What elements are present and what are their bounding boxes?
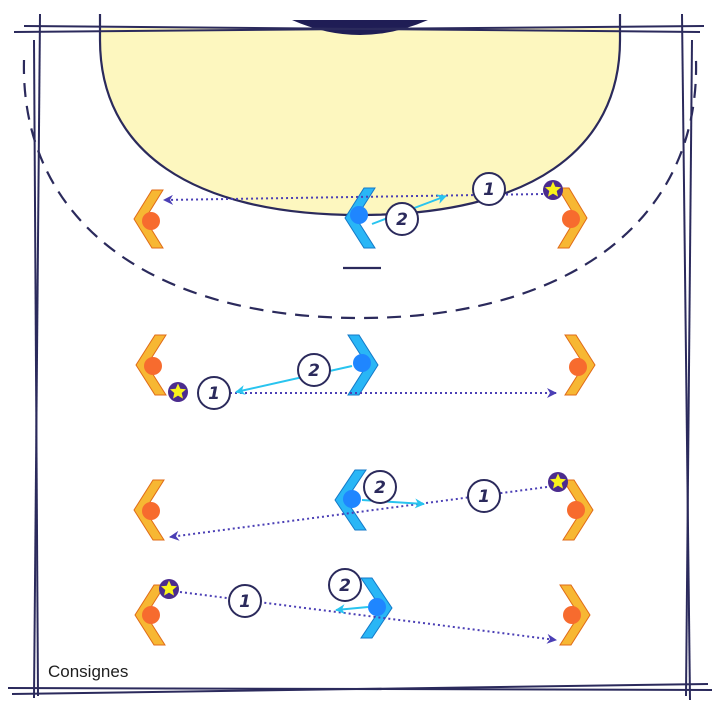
blue-player-4: [360, 577, 393, 639]
ball-badge-2: [168, 382, 188, 402]
orange-player-left-1: [133, 189, 164, 249]
pass-arrow-4a: [179, 591, 557, 644]
step-badge-3b: 2: [363, 470, 397, 504]
orange-player-left-2: [135, 334, 167, 396]
step-badge-2b: 2: [297, 353, 331, 387]
orange-player-right-2: [564, 334, 596, 396]
ball-badge-3: [548, 472, 568, 492]
run-arrow-2: [235, 365, 353, 395]
blue-player-2: [347, 334, 379, 396]
orange-player-left-4: [134, 584, 166, 646]
step-badge-4b-label: 2: [339, 576, 351, 596]
step-badge-1b-label: 2: [396, 210, 408, 230]
blue-player-3: [334, 469, 367, 531]
step-badge-3b-label: 2: [374, 478, 386, 498]
goal: [292, 20, 428, 35]
orange-player-right-3: [562, 479, 594, 541]
step-badge-1b: 2: [385, 202, 419, 236]
pass-arrow-3a: [169, 486, 548, 541]
step-badge-4a-label: 1: [239, 592, 251, 612]
free-throw-line: [22, 59, 698, 320]
step-badge-1a: 1: [472, 172, 506, 206]
step-badge-3a-label: 1: [478, 487, 490, 507]
caption-label: Consignes: [48, 662, 129, 681]
ball-badge-4: [159, 579, 179, 599]
orange-player-left-3: [133, 479, 165, 541]
step-badge-4b: 2: [328, 568, 362, 602]
step-badge-3a: 1: [467, 479, 501, 513]
blue-player-1: [344, 187, 376, 249]
court-boundary: [7, 13, 713, 701]
orange-player-right-1: [557, 187, 588, 249]
pass-arrow-1a: [163, 193, 544, 205]
step-badge-2a-label: 1: [208, 384, 220, 404]
run-arrow-4: [335, 604, 369, 615]
goal-area: [100, 28, 620, 215]
orange-player-right-4: [559, 584, 591, 646]
ball-badge-1: [543, 180, 563, 200]
step-badge-2b-label: 2: [308, 361, 320, 381]
step-badge-2a: 1: [197, 376, 231, 410]
step-badge-1a-label: 1: [483, 180, 495, 200]
step-badge-4a: 1: [228, 584, 262, 618]
